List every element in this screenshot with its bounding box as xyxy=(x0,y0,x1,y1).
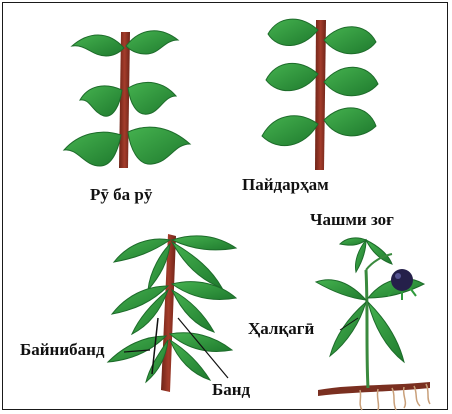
stem-opposite xyxy=(119,32,130,168)
stem-alternate xyxy=(315,20,326,170)
leaf-alt-4 xyxy=(324,67,378,96)
label-alternate: Пайдарҳам xyxy=(242,176,329,193)
leaf-alt-1 xyxy=(268,19,318,45)
leaf-alt-5 xyxy=(262,116,318,146)
leaf-alt-3 xyxy=(266,63,318,90)
label-internode: Байнибанд xyxy=(20,341,105,358)
label-whorl: Ҳалқагӣ xyxy=(248,320,314,337)
rhizome xyxy=(318,382,430,396)
leaf-alt-6 xyxy=(324,108,376,136)
label-crow-eye: Чашми зоғ xyxy=(310,211,394,228)
leaf-alt-2 xyxy=(324,27,376,54)
label-opposite: Рӯ ба рӯ xyxy=(90,186,152,203)
label-node: Банд xyxy=(212,381,250,398)
stem-crow-eye xyxy=(366,270,368,388)
berry xyxy=(391,269,413,291)
plant-opposite xyxy=(64,31,190,168)
plant-whorled xyxy=(108,234,236,392)
plant-crow-eye xyxy=(316,238,430,410)
plant-alternate xyxy=(262,19,378,170)
